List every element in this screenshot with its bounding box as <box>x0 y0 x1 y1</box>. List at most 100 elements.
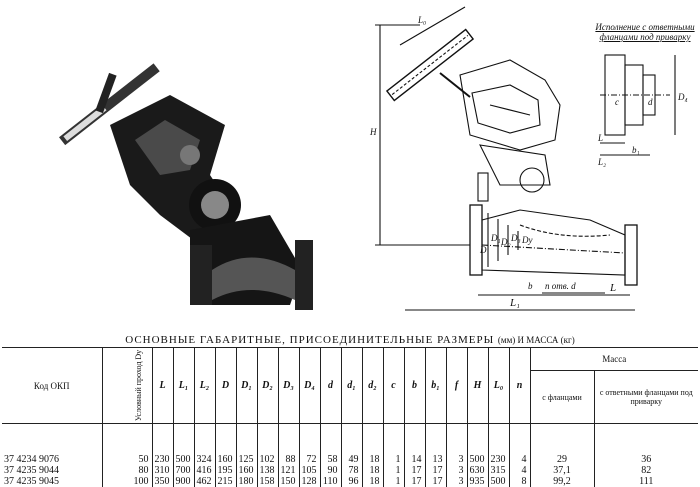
label-L2: L₂ <box>597 157 606 167</box>
table-cell: 37 4234 9076 <box>2 424 102 466</box>
table-cell: 37 4235 9044 <box>2 465 102 476</box>
table-cell: 18 <box>362 424 383 466</box>
table-title-text: ОСНОВНЫЕ ГАБАРИТНЫЕ, ПРИСОЕДИНИТЕЛЬНЫЕ Р… <box>125 334 494 346</box>
table-cell: 37 4235 9045 <box>2 476 102 487</box>
table-cell: 128 <box>299 476 320 487</box>
label-b: b <box>528 281 533 291</box>
table-cell: 500 <box>467 424 488 466</box>
table-cell: 315 <box>488 465 509 476</box>
table-cell: 4 <box>509 424 530 466</box>
table-cell: 105 <box>299 465 320 476</box>
table-cell: 630 <box>467 465 488 476</box>
table-cell: 180 <box>236 476 257 487</box>
col-header: d₁ <box>341 348 362 424</box>
table-cell: 17 <box>404 465 425 476</box>
table-cell: 462 <box>194 476 215 487</box>
col-header: c <box>383 348 404 424</box>
table-cell: 3 <box>446 476 467 487</box>
table-cell: 49 <box>341 424 362 466</box>
table-cell: 18 <box>362 465 383 476</box>
col-header: D₃ <box>278 348 299 424</box>
table-cell: 1 <box>383 476 404 487</box>
valve-photo <box>40 55 340 315</box>
table-cell: 82 <box>594 465 698 476</box>
table-cell: 158 <box>257 476 278 487</box>
table-cell: 138 <box>257 465 278 476</box>
table-cell: 3 <box>446 424 467 466</box>
table-cell: 36 <box>594 424 698 466</box>
table-cell: 230 <box>488 424 509 466</box>
table-cell: 29 <box>530 424 594 466</box>
col-header: D <box>215 348 236 424</box>
table-cell: 110 <box>320 476 341 487</box>
label-L1: L₁ <box>509 297 520 309</box>
col-header: b <box>404 348 425 424</box>
label-nd: n отв. d <box>545 281 576 291</box>
label-b1: b₁ <box>632 145 640 155</box>
table-cell: 111 <box>594 476 698 487</box>
label-D4: D₄ <box>677 92 688 102</box>
table-cell: 17 <box>404 476 425 487</box>
label-Dy: Dу <box>521 235 533 245</box>
col-header: n <box>509 348 530 424</box>
table-cell: 90 <box>320 465 341 476</box>
col-header: H <box>467 348 488 424</box>
table-cell: 500 <box>488 476 509 487</box>
table-cell: 160 <box>215 424 236 466</box>
col-header-code: Код ОКП <box>2 348 102 424</box>
caption-line-1: Исполнение с ответными <box>590 22 700 32</box>
table-cell: 18 <box>362 476 383 487</box>
col-header: D₂ <box>257 348 278 424</box>
dimensions-table: Код ОКП Условный проход Dу L L₁ L₂ D D₁ … <box>2 347 698 487</box>
caption-line-2: фланцами под приварку <box>590 32 700 42</box>
col-header-mass: Масса <box>530 348 698 371</box>
figure-caption: Исполнение с ответными фланцами под прив… <box>590 22 700 42</box>
table-cell: 700 <box>173 465 194 476</box>
table-cell: 37,1 <box>530 465 594 476</box>
label-D: D <box>479 245 487 255</box>
table-cell: 88 <box>278 424 299 466</box>
col-header: L₁ <box>173 348 194 424</box>
table-cell: 80 <box>102 465 152 476</box>
col-header: b₁ <box>425 348 446 424</box>
table-cell: 8 <box>509 476 530 487</box>
col-header: d₂ <box>362 348 383 424</box>
table-cell: 1 <box>383 424 404 466</box>
table-title: ОСНОВНЫЕ ГАБАРИТНЫЕ, ПРИСОЕДИНИТЕЛЬНЫЕ Р… <box>0 334 700 346</box>
table-cell: 230 <box>152 424 173 466</box>
table-cell: 215 <box>215 476 236 487</box>
table-cell: 416 <box>194 465 215 476</box>
table-cell: 13 <box>425 424 446 466</box>
label-L: L <box>609 282 616 294</box>
table-cell: 160 <box>236 465 257 476</box>
table-cell: 100 <box>102 476 152 487</box>
table-cell: 78 <box>341 465 362 476</box>
table-cell: 310 <box>152 465 173 476</box>
col-header: L₀ <box>488 348 509 424</box>
label-d: d <box>648 97 653 107</box>
table-cell: 935 <box>467 476 488 487</box>
label-D1: D₁ <box>490 233 501 243</box>
table-cell: 96 <box>341 476 362 487</box>
col-header-mass-weld: с ответными фланцами под приварку <box>594 371 698 424</box>
col-header: L <box>152 348 173 424</box>
label-L-detail: L <box>597 133 603 143</box>
label-D2: D₂ <box>500 237 511 247</box>
col-header-mass-flange: с фланцами <box>530 371 594 424</box>
table-cell: 50 <box>102 424 152 466</box>
table-cell: 102 <box>257 424 278 466</box>
table-cell: 17 <box>425 476 446 487</box>
table-cell: 125 <box>236 424 257 466</box>
valve-drawing: L₀ D D₁ D₂ D₃ Dу H L L₁ n отв. d b D₄ L … <box>360 5 695 320</box>
table-cell: 58 <box>320 424 341 466</box>
label-D3: D₃ <box>510 233 521 243</box>
table-cell: 121 <box>278 465 299 476</box>
table-cell: 72 <box>299 424 320 466</box>
label-H: H <box>369 127 377 137</box>
label-c: c <box>615 97 619 107</box>
table-cell: 99,2 <box>530 476 594 487</box>
table-cell: 17 <box>425 465 446 476</box>
col-header: f <box>446 348 467 424</box>
